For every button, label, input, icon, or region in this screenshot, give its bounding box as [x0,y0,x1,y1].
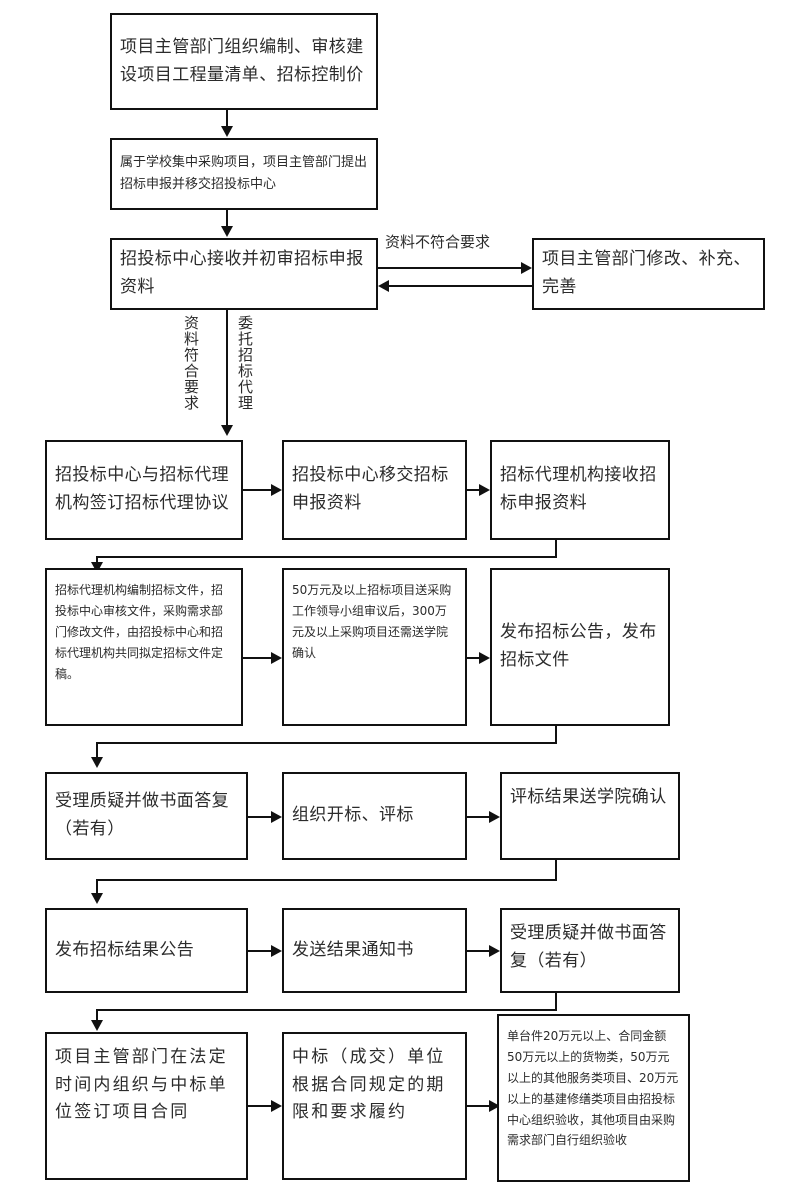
arrowhead-right-n12 [271,811,282,823]
flow-node-send-result-notice[interactable]: 发送结果通知书 [282,908,467,993]
edge-label-materials-compliant: 资料符合要求 [182,315,200,411]
flow-node-label: 发布招标结果公告 [55,939,195,960]
flow-node-label: 项目主管部门组织编制、审核建设项目工程量清单、招标控制价 [120,36,364,85]
arrowhead-right-n16 [489,945,500,957]
flow-node-send-results-to-college[interactable]: 评标结果送学院确认 [500,772,680,860]
arrowhead-right-n18 [271,1100,282,1112]
connector-to-n14 [96,879,98,894]
arrowhead-down-n3 [221,226,233,237]
flow-node-handle-queries-2[interactable]: 受理质疑并做书面答复（若有） [500,908,680,993]
connector-n15-n16 [467,950,489,952]
connector-n13-left [96,879,557,881]
arrowhead-right-n10 [479,652,490,664]
arrowhead-down-n8 [91,562,103,573]
flow-node-label: 招投标中心与招标代理机构签订招标代理协议 [55,465,229,513]
connector-to-n8 [96,556,98,564]
arrowhead-down-n17 [91,1020,103,1031]
flow-node-label: 属于学校集中采购项目，项目主管部门提出招标申报并移交招投标中心 [120,154,368,192]
flow-node-sign-agency-agreement[interactable]: 招投标中心与招标代理机构签订招标代理协议 [45,440,243,540]
edge-label-materials-not-compliant: 资料不符合要求 [385,233,491,251]
connector-n11-n12 [248,816,271,818]
connector-n3-n5 [226,310,228,426]
connector-n9-n10 [467,657,479,659]
connector-n13-down [555,860,557,881]
flow-node-label: 招标代理机构接收招标申报资料 [500,465,657,513]
connector-to-n17 [96,1009,98,1021]
arrowhead-right-n9 [271,652,282,664]
connector-n18-n19 [467,1105,489,1107]
arrowhead-right-n13 [489,811,500,823]
flow-node-prepare-bid-documents[interactable]: 招标代理机构编制招标文件，招投标中心审核文件，采购需求部门修改文件，由招投标中心… [45,568,243,726]
flow-node-publish-bid-results[interactable]: 发布招标结果公告 [45,908,248,993]
connector-n14-n15 [248,950,271,952]
flow-node-label: 项目主管部门在法定时间内组织与中标单位签订项目合同 [55,1047,228,1123]
flow-node-winner-performs-contract[interactable]: 中标（成交）单位根据合同规定的期限和要求履约 [282,1032,467,1180]
connector-n6-n7 [467,489,479,491]
flow-node-centralized-purchase-declaration[interactable]: 属于学校集中采购项目，项目主管部门提出招标申报并移交招投标中心 [110,138,378,210]
flow-node-acceptance-thresholds[interactable]: 单台件20万元以上、合同金额50万元以上的货物类，50万元以上的其他服务类项目、… [497,1014,690,1182]
connector-n7-left [96,556,557,558]
flow-node-label: 招投标中心接收并初审招标申报资料 [120,249,364,297]
connector-n16-left [96,1009,557,1011]
flow-node-label: 发送结果通知书 [292,939,414,960]
flow-node-agency-receive-materials[interactable]: 招标代理机构接收招标申报资料 [490,440,670,540]
connector-n16-down [555,993,557,1011]
arrowhead-right-n19 [489,1100,500,1112]
flow-node-handle-queries-1[interactable]: 受理质疑并做书面答复（若有） [45,772,248,860]
connector-n10-down [555,726,557,744]
flow-node-label: 评标结果送学院确认 [510,787,667,807]
connector-n4-n3 [389,285,532,287]
arrowhead-right-n15 [271,945,282,957]
arrowhead-left-n3 [378,280,389,292]
flow-node-department-revise[interactable]: 项目主管部门修改、补充、完善 [532,238,765,310]
arrowhead-right-n7 [479,484,490,496]
arrowhead-down-n5 [221,425,233,436]
connector-n10-left [96,742,557,744]
flow-node-label: 发布招标公告，发布招标文件 [500,622,657,670]
connector-to-n11 [96,742,98,758]
arrowhead-down-n14 [91,893,103,904]
connector-n7-down [555,540,557,558]
flow-node-label: 招投标中心移交招标申报资料 [292,465,449,513]
flow-node-organize-bid-list[interactable]: 项目主管部门组织编制、审核建设项目工程量清单、招标控制价 [110,13,378,110]
edge-label-entrust-agency: 委托招标代理 [236,315,254,411]
flow-node-label: 单台件20万元以上、合同金额50万元以上的货物类，50万元以上的其他服务类项目、… [507,1029,679,1148]
connector-n5-n6 [243,489,271,491]
flow-node-label: 50万元及以上招标项目送采购工作领导小组审议后，300万元及以上采购项目还需送学… [292,583,452,660]
arrowhead-right-n6 [271,484,282,496]
flow-node-open-evaluate-bids[interactable]: 组织开标、评标 [282,772,467,860]
flow-node-sign-project-contract[interactable]: 项目主管部门在法定时间内组织与中标单位签订项目合同 [45,1032,248,1180]
flow-node-label: 受理质疑并做书面答复（若有） [55,791,229,839]
arrowhead-down-n2 [221,126,233,137]
flow-node-review-threshold[interactable]: 50万元及以上招标项目送采购工作领导小组审议后，300万元及以上采购项目还需送学… [282,568,467,726]
flow-node-label: 招标代理机构编制招标文件，招投标中心审核文件，采购需求部门修改文件，由招投标中心… [55,583,224,681]
connector-n17-n18 [248,1105,271,1107]
flow-node-label: 项目主管部门修改、补充、完善 [542,249,751,297]
arrowhead-right-n4 [521,262,532,274]
flow-node-center-receive-review[interactable]: 招投标中心接收并初审招标申报资料 [110,238,378,310]
connector-n2-n3 [226,210,228,227]
flow-node-label: 组织开标、评标 [292,805,414,826]
connector-n12-n13 [467,816,489,818]
connector-n1-n2 [226,110,228,127]
flow-node-label: 受理质疑并做书面答复（若有） [510,923,667,971]
flow-node-publish-bid-announcement[interactable]: 发布招标公告，发布招标文件 [490,568,670,726]
connector-n3-n4 [378,267,521,269]
flow-node-transfer-declaration-materials[interactable]: 招投标中心移交招标申报资料 [282,440,467,540]
flow-node-label: 中标（成交）单位根据合同规定的期限和要求履约 [292,1047,446,1123]
arrowhead-down-n11 [91,757,103,768]
connector-n8-n9 [243,657,271,659]
